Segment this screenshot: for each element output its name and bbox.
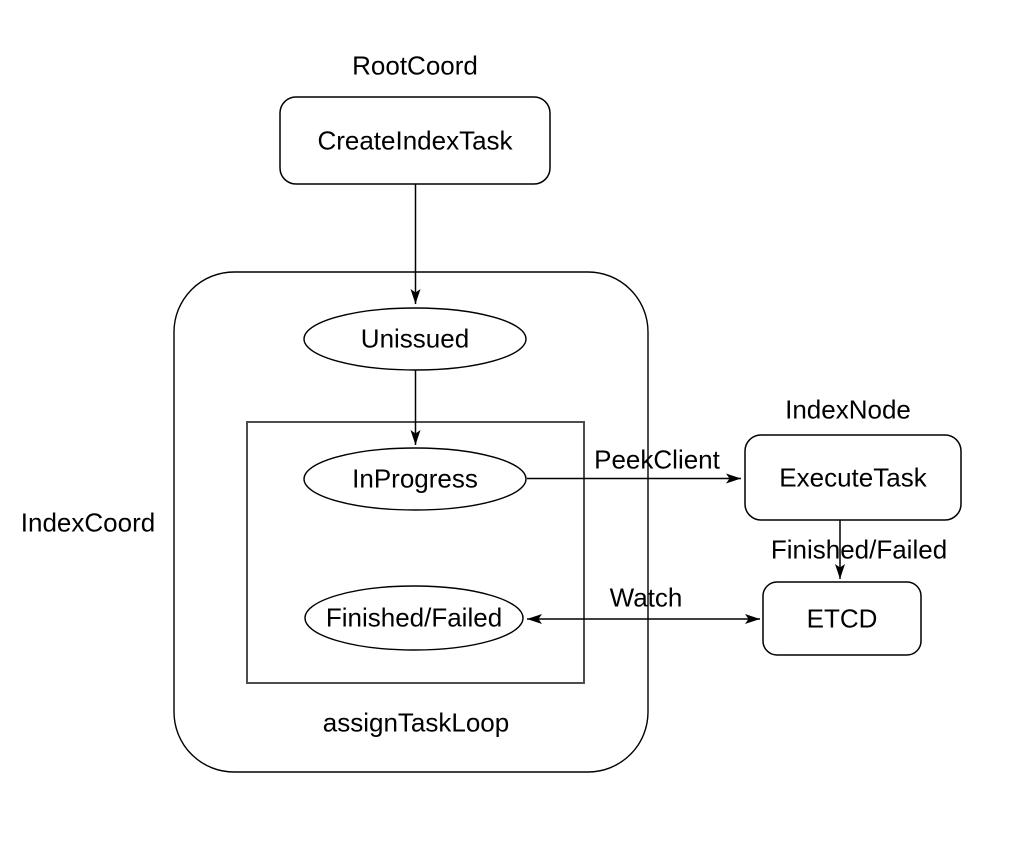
index-node-label: IndexNode [785,394,911,425]
create-index-task-node-label: CreateIndexTask [317,125,513,156]
in-progress-node-label: InProgress [352,463,478,494]
execute-task-box [744,434,962,521]
peek-client-edge-label: PeekClient [594,444,720,475]
in-progress-ellipse [303,447,527,511]
etcd-box [762,581,922,656]
etcd-node-label: ETCD [806,603,878,634]
root-coord-label: RootCoord [352,50,478,81]
finished-failed-ellipse [304,585,524,651]
execute-task-node-label: ExecuteTask [779,462,927,493]
unissued-node-label: Unissued [360,323,470,354]
assign-task-loop-label: assignTaskLoop [322,707,510,738]
finished-failed-edge-label: Finished/Failed [770,534,948,565]
finished-failed-node-label: Finished/Failed [325,602,503,633]
index-coord-label: IndexCoord [20,507,156,538]
watch-edge-label: Watch [609,582,683,613]
